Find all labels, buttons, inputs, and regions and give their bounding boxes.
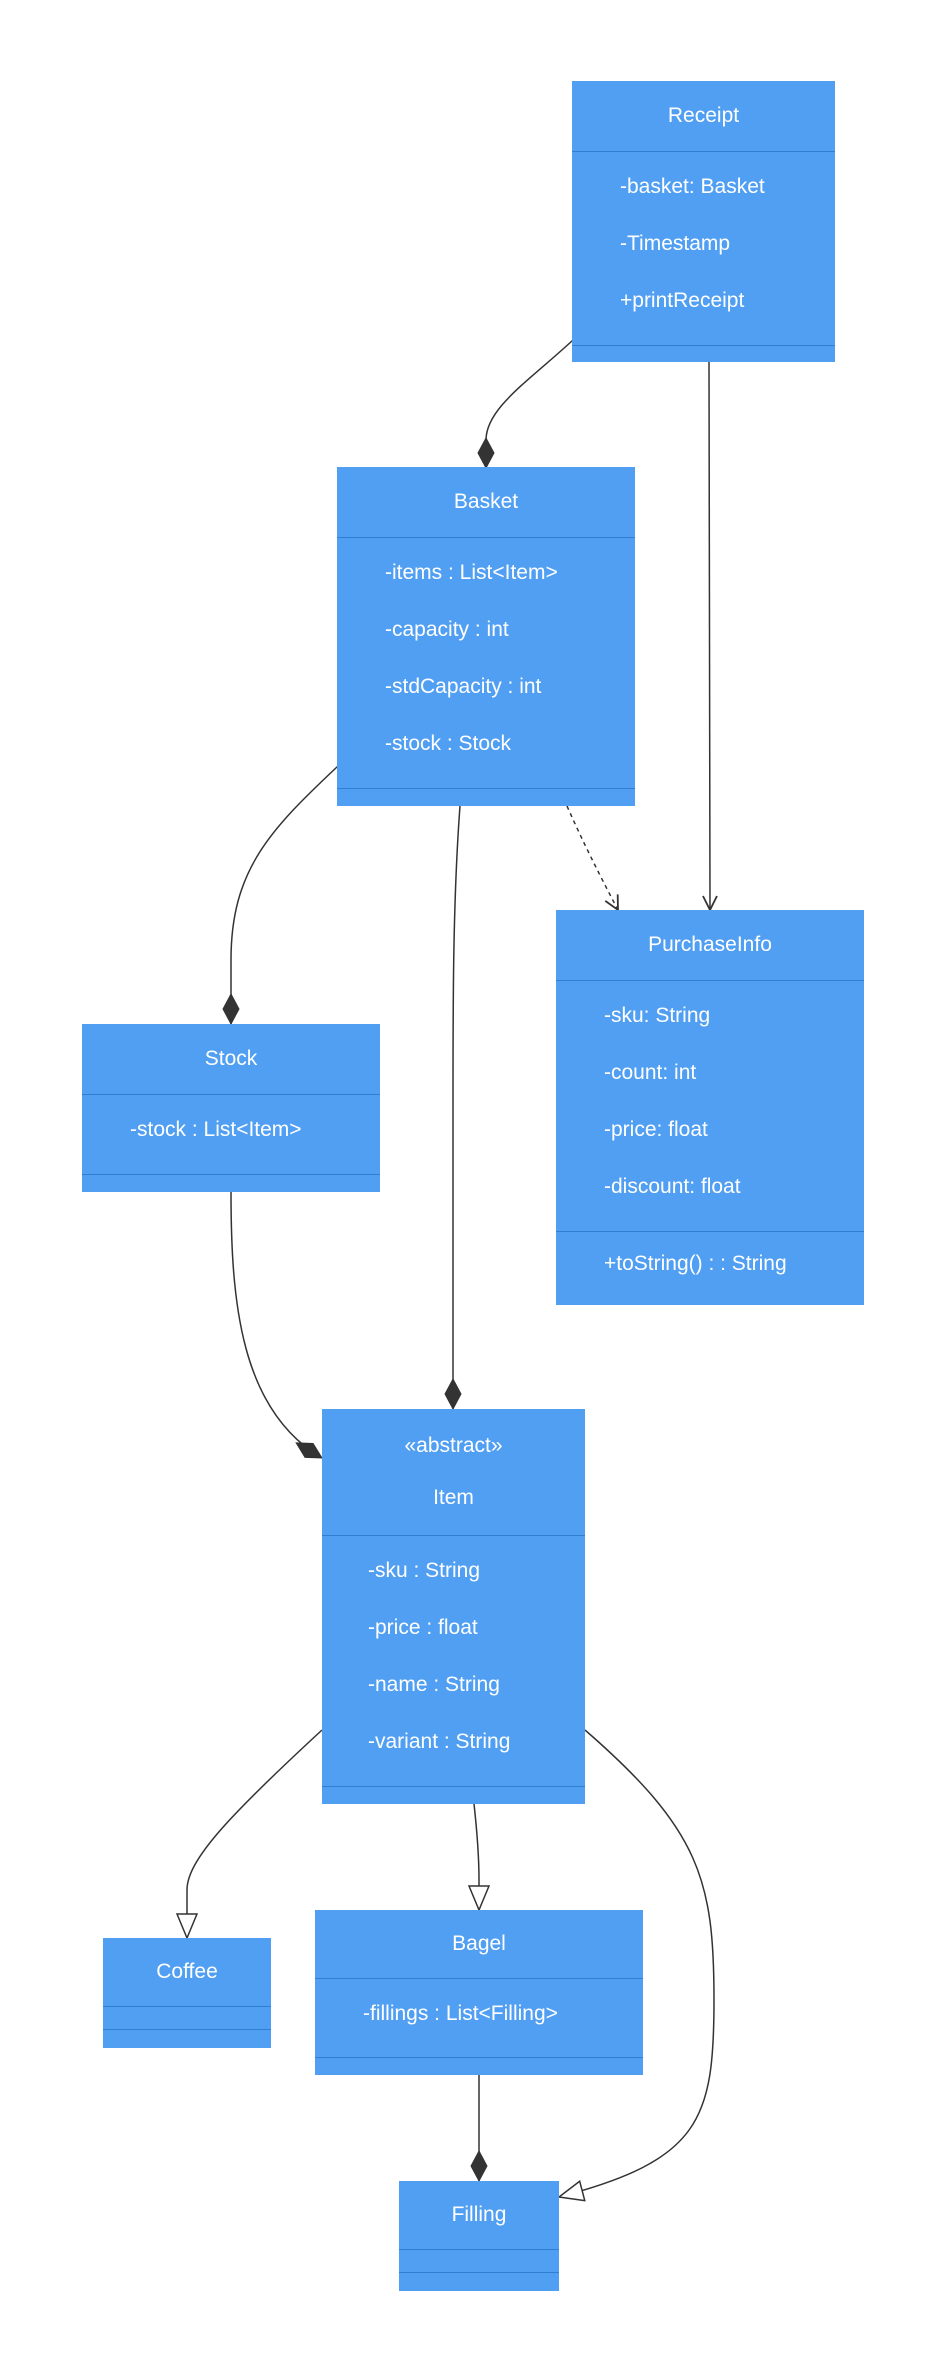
attribute: -stock : Stock [385, 732, 512, 755]
edge-item-filling [559, 1729, 715, 2197]
class-name: Basket [453, 490, 519, 513]
class-divider [82, 1174, 380, 1175]
edge-stock-item [230, 1191, 322, 1459]
class-basket: Basket -items : List<Item> -capacity : i… [337, 467, 635, 806]
attribute: +printReceipt [620, 289, 745, 312]
attribute: -discount: float [604, 1175, 741, 1198]
class-divider [399, 2272, 559, 2273]
class-name: Coffee [156, 1960, 218, 1983]
class-divider [572, 151, 835, 152]
class-receipt: Receipt -basket: Basket -Timestamp +prin… [572, 81, 835, 362]
edge-basket-purchaseinfo [566, 805, 618, 910]
class-divider [572, 345, 835, 346]
class-divider [337, 537, 635, 538]
class-divider [103, 2029, 271, 2030]
attribute: -basket: Basket [620, 175, 765, 198]
class-name: Bagel [452, 1932, 506, 1955]
attribute: -capacity : int [385, 618, 509, 641]
class-name: Receipt [667, 104, 740, 127]
method: +toString() : : String [604, 1252, 787, 1275]
class-filling: Filling [399, 2181, 559, 2291]
edge-item-coffee [187, 1729, 323, 1938]
class-stereotype: «abstract» [404, 1434, 503, 1457]
class-divider [315, 2057, 643, 2058]
class-header: PurchaseInfo [556, 910, 864, 980]
class-divider [556, 980, 864, 981]
edge-basket-stock [231, 765, 339, 1024]
class-header: Basket [337, 467, 635, 537]
class-item: «abstract» Item -sku : String -price : f… [322, 1409, 585, 1804]
attribute: -Timestamp [620, 232, 731, 255]
attribute: -count: int [604, 1061, 697, 1084]
class-divider [399, 2249, 559, 2250]
edge-basket-item [453, 805, 460, 1409]
attribute: -variant : String [368, 1730, 511, 1753]
class-name: Item [433, 1486, 474, 1509]
attribute: -items : List<Item> [385, 561, 558, 584]
edge-receipt-purchaseinfo [709, 361, 710, 910]
class-header: Coffee [103, 1938, 271, 2006]
class-header: Filling [399, 2181, 559, 2249]
class-divider [322, 1786, 585, 1787]
class-header: Stock [82, 1024, 380, 1094]
class-name: Filling [451, 2203, 507, 2226]
attribute: -price: float [604, 1118, 708, 1141]
attribute: -stock : List<Item> [130, 1118, 302, 1141]
attribute: -stdCapacity : int [385, 675, 542, 698]
class-name: PurchaseInfo [648, 933, 772, 956]
class-divider [322, 1535, 585, 1536]
class-divider [82, 1094, 380, 1095]
attribute: -sku: String [604, 1004, 711, 1027]
class-header: Bagel [315, 1910, 643, 1978]
edge-receipt-basket [486, 339, 574, 468]
class-header: «abstract» Item [322, 1409, 585, 1535]
class-header: Receipt [572, 81, 835, 151]
attribute: -price : float [368, 1616, 478, 1639]
attribute: -name : String [368, 1673, 500, 1696]
class-divider [103, 2006, 271, 2007]
class-bagel: Bagel -fillings : List<Filling> [315, 1910, 643, 2075]
class-divider [556, 1231, 864, 1232]
edge-item-bagel [474, 1803, 479, 1910]
class-coffee: Coffee [103, 1938, 271, 2048]
attribute: -sku : String [368, 1559, 481, 1582]
class-name: Stock [204, 1047, 258, 1070]
class-divider [315, 1978, 643, 1979]
class-stock: Stock -stock : List<Item> [82, 1024, 380, 1192]
class-purchaseinfo: PurchaseInfo -sku: String -count: int -p… [556, 910, 864, 1305]
attribute: -fillings : List<Filling> [363, 2002, 558, 2025]
class-divider [337, 788, 635, 789]
